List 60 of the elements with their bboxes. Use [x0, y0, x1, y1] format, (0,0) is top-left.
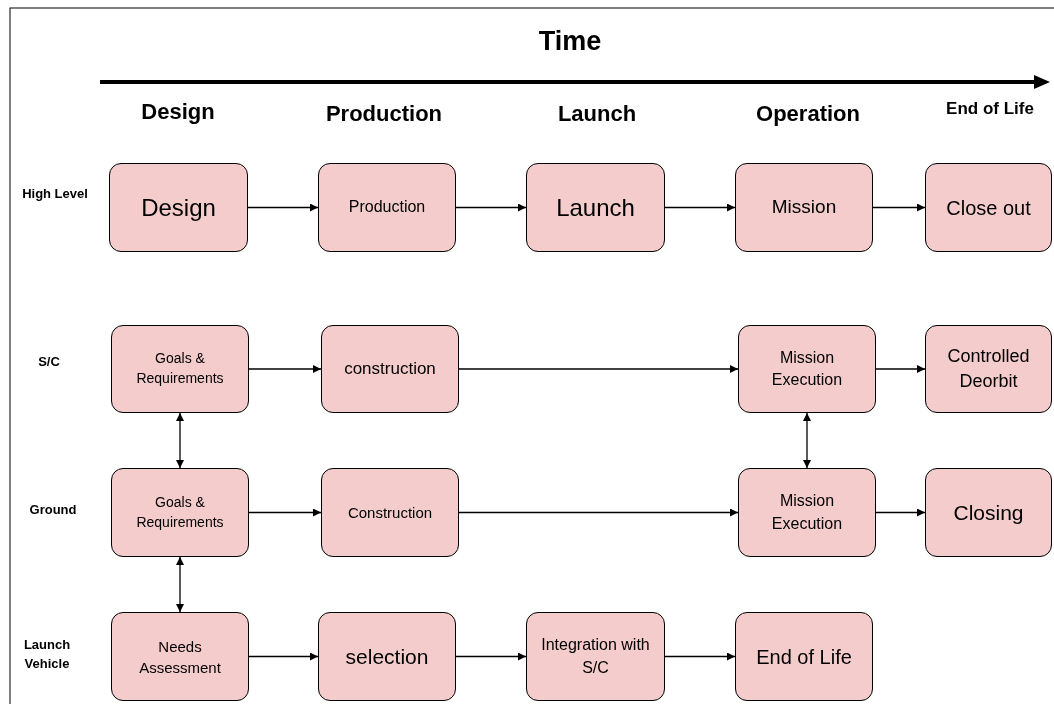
column-header: End of Life	[945, 98, 1035, 121]
process-box	[526, 612, 665, 701]
process-box	[111, 468, 249, 557]
column-header: Launch	[556, 99, 638, 128]
row-label: Launch Vehicle	[22, 635, 72, 673]
box-text: Integration with S/C	[540, 635, 651, 678]
box-text: construction	[343, 358, 437, 381]
process-box	[109, 163, 248, 252]
box-text: Closing	[952, 499, 1025, 526]
arrow	[664, 203, 736, 212]
process-box	[321, 468, 459, 557]
arrow	[458, 365, 739, 373]
process-box	[925, 468, 1052, 557]
arrow	[875, 508, 926, 517]
box-text: Controlled Deorbit	[946, 344, 1031, 393]
arrow	[875, 365, 926, 373]
row-label: Ground	[28, 500, 78, 519]
column-header: Operation	[755, 99, 861, 128]
box-text: Mission	[770, 195, 838, 220]
column-header: Production	[324, 99, 444, 128]
arrow	[176, 556, 184, 613]
process-box	[318, 612, 456, 701]
arrow	[247, 203, 319, 212]
box-text: Goals & Requirements	[135, 492, 225, 532]
process-box	[738, 468, 876, 557]
box-text: Construction	[346, 503, 434, 523]
title: Time	[537, 26, 603, 57]
row-label: S/C	[37, 352, 61, 371]
row-label: High Level	[21, 184, 89, 203]
box-text: Close out	[945, 195, 1032, 221]
box-text: Mission Execution	[770, 347, 844, 390]
process-box	[321, 325, 459, 413]
process-box	[738, 325, 876, 413]
process-box	[925, 163, 1052, 252]
box-text: Goals & Requirements	[135, 349, 225, 388]
process-box	[526, 163, 665, 252]
process-box	[925, 325, 1052, 413]
arrow	[455, 203, 527, 212]
arrow	[455, 652, 527, 661]
process-box	[111, 612, 249, 701]
arrow	[248, 365, 322, 373]
box-text: Design	[140, 192, 217, 223]
process-box	[735, 612, 873, 701]
box-text: Mission Execution	[770, 491, 844, 534]
box-text: End of Life	[755, 644, 853, 670]
box-text: Needs Assessment	[138, 636, 222, 678]
process-box	[111, 325, 249, 413]
arrow	[803, 412, 811, 469]
box-text: Production	[347, 197, 427, 218]
arrow	[458, 508, 739, 517]
column-header: Design	[140, 97, 216, 126]
arrow	[248, 652, 319, 661]
process-box	[318, 163, 456, 252]
box-text: Launch	[555, 192, 636, 223]
box-text: selection	[344, 643, 430, 670]
arrow	[664, 652, 736, 661]
arrow	[872, 203, 926, 212]
arrow	[248, 508, 322, 517]
arrow	[176, 412, 184, 469]
process-box	[735, 163, 873, 252]
